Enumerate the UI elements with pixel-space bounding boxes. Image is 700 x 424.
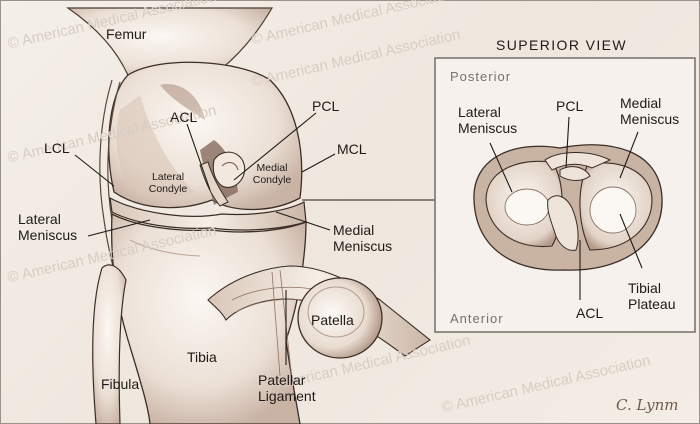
pcl-structure [212, 151, 246, 188]
patella [297, 277, 383, 359]
femur-label: Femur [106, 26, 147, 42]
acl-stump [547, 195, 579, 251]
superior-view-title: SUPERIOR VIEW [496, 37, 627, 53]
lcl-label: LCL [44, 140, 70, 156]
pcl-label: PCL [312, 98, 340, 114]
fibula-label: Fibula [101, 376, 140, 392]
mcl-label: MCL [337, 141, 367, 157]
tibial-plateau-drawing [473, 144, 663, 271]
main-knee-drawing [66, 7, 431, 424]
pcl-stump [559, 166, 591, 181]
inset-acl-label: ACL [576, 305, 604, 321]
inset-pcl-label: PCL [556, 98, 584, 114]
posterior-label: Posterior [450, 69, 512, 84]
patella-label: Patella [311, 312, 354, 328]
main-leader-lines [74, 112, 436, 365]
inset-leader-lines [489, 116, 643, 300]
acl-label: ACL [170, 109, 198, 125]
anterior-label: Anterior [450, 311, 504, 326]
tibia-label: Tibia [187, 349, 217, 365]
artist-signature: C. Lynm [616, 396, 679, 414]
fibula [92, 264, 127, 424]
